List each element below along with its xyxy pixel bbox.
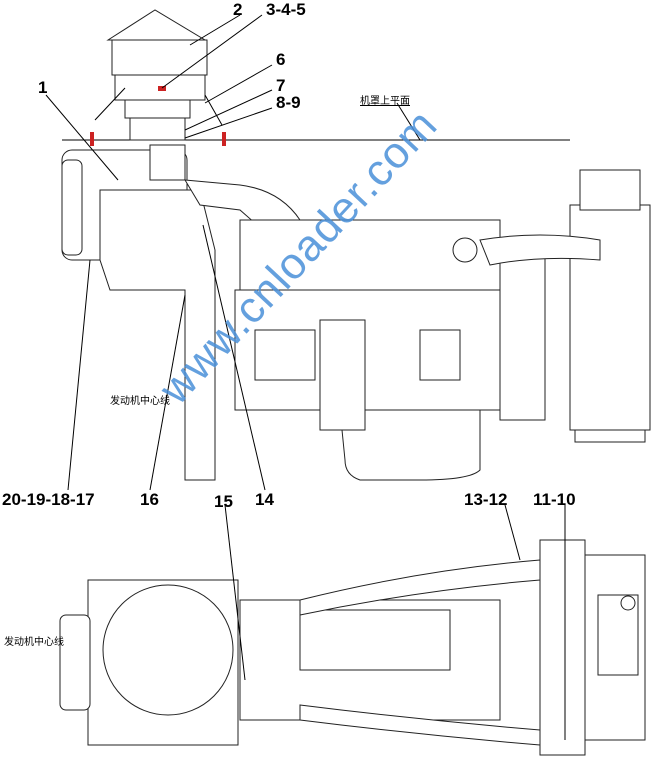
callout-7: 7 (276, 76, 286, 95)
centerline-label-bottom: 发动机中心线 (4, 637, 64, 648)
callout-1: 1 (38, 78, 48, 97)
precleaner (94, 9, 223, 141)
bracket (99, 189, 216, 481)
callout-8-9: 8-9 (276, 93, 301, 112)
callout-2: 2 (233, 0, 243, 19)
clamp (158, 86, 166, 91)
hood-plane-label: 机罩上平面 (360, 96, 410, 107)
leader-lines (45, 14, 566, 740)
callout-6: 6 (276, 50, 286, 69)
callout-13-12: 13-12 (464, 490, 508, 509)
engine-side (234, 219, 546, 481)
bolt-left (90, 132, 94, 146)
centerline-label-top: 发动机中心线 (110, 396, 170, 407)
callout-16: 16 (140, 490, 159, 509)
callout-11-10: 11-10 (533, 490, 576, 509)
bolt-right (222, 132, 226, 146)
callout-20-19-18-17: 20-19-18-17 (2, 490, 95, 509)
callout-14: 14 (255, 490, 274, 509)
radiator-side (479, 169, 651, 443)
callout-15: 15 (214, 492, 233, 511)
callout-3-4-5: 3-4-5 (266, 0, 306, 19)
engine-plan-view (59, 539, 646, 756)
